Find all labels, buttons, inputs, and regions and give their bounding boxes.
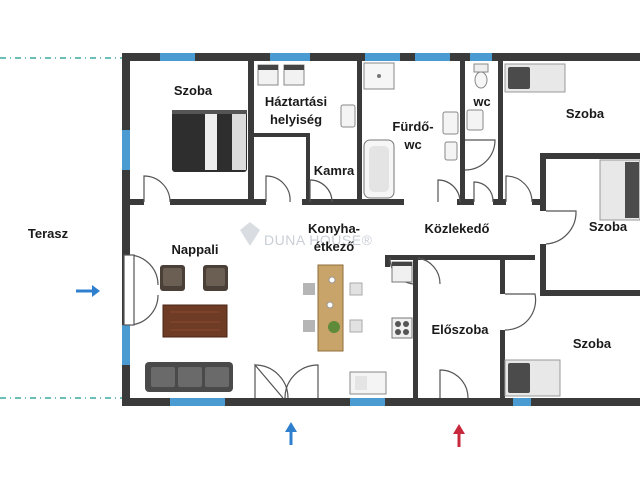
room-label-szoba: Szoba [589,219,628,234]
door-swing [464,139,496,171]
door-swing [254,363,284,399]
window [122,130,130,170]
room-label-furdo: wc [403,137,421,152]
stove-icon [391,317,413,339]
sofa-icon [145,362,233,392]
door-swing [504,293,537,331]
door-swing [284,364,319,399]
door-swing [505,175,533,203]
window [415,53,450,61]
bed-icon [504,359,561,397]
outer-walls [122,53,640,406]
door-swing [437,179,461,203]
room-label-kozlekedo: Közlekedő [424,221,489,236]
sink-icon [340,104,356,128]
room-label-haztartasi: Háztartási [265,94,327,109]
room-label-konyha: Konyha- [308,221,360,236]
watermark-logo: DUNA HOUSE® [240,222,373,248]
door-swing [417,257,441,285]
door-swing [545,210,577,245]
door-swing [265,175,291,203]
bed-icon [504,63,566,93]
window [470,53,492,61]
toilet-icon [466,63,489,131]
bed-icon [599,159,640,221]
fridge-icon [391,261,413,283]
dining-table-icon [303,264,363,352]
door-swing [473,181,494,203]
arrow-up-icon [453,424,465,447]
coffee-table-icon [162,304,228,338]
window [270,53,310,61]
room-label-kamra: Kamra [314,163,355,178]
door-swing [309,179,333,203]
window [160,53,195,61]
door-swing [254,364,289,399]
window [170,398,225,406]
sink-icon [349,371,387,395]
windows [122,53,531,406]
shower-icon [363,62,395,90]
room-label-eloszoba: Előszoba [431,322,489,337]
room-label-szoba: Szoba [573,336,612,351]
window [350,398,385,406]
arrow-up-icon [285,422,297,445]
armchair-icon [160,265,228,291]
room-label-szoba: Szoba [566,106,605,121]
washing-machine-icon [257,64,305,86]
room-label-konyha: étkező [314,239,355,254]
room-label-terasz: Terasz [28,226,69,241]
bed-icon [172,110,247,172]
sink-icon [442,111,459,161]
watermark-text: DUNA HOUSE® [264,232,373,248]
door-swing [143,175,171,203]
room-label-szoba: Szoba [174,83,213,98]
window [513,398,531,406]
window [365,53,400,61]
arrow-right-icon [76,285,100,297]
interior-walls [130,61,640,398]
window [122,325,130,365]
room-label-furdo: Fürdő- [392,119,433,134]
bathtub-icon [363,139,395,199]
room-label-haztartasi: helyiség [270,112,322,127]
doors [123,139,577,399]
door-swing [439,369,469,399]
room-label-nappali: Nappali [172,242,219,257]
room-label-wc: wc [472,94,490,109]
